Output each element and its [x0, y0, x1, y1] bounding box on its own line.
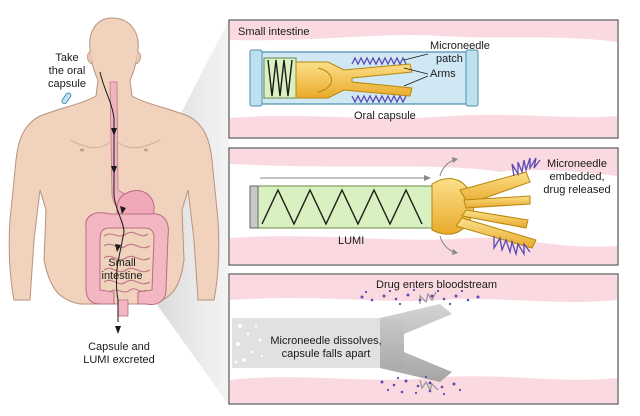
expansion-arrowhead — [424, 175, 431, 181]
ear-left — [86, 51, 93, 65]
leader-arms-2 — [403, 75, 429, 87]
panel-1-title: Small intestine — [238, 26, 310, 38]
embedded-needles-upper — [511, 157, 541, 177]
small-intestine-body-label: Small intestine — [92, 257, 152, 283]
small-intestine-line-1: Small — [108, 257, 136, 269]
oral-capsule-label: Oral capsule — [354, 110, 416, 122]
bloodstream-label: Drug enters bloodstream — [376, 279, 498, 291]
arm-middle-upper — [463, 195, 531, 209]
embedded-needles-lower — [493, 236, 531, 257]
arm-upper — [459, 171, 531, 205]
arm-lower — [455, 217, 537, 249]
human-body — [8, 17, 220, 334]
microneedle-patch-bottom — [351, 94, 407, 104]
tissue-bottom — [230, 376, 617, 403]
rectum — [117, 299, 129, 317]
dissolves-line-2: capsule falls apart — [281, 348, 371, 360]
radial-arrow-up — [439, 159, 455, 177]
radial-arrowhead — [452, 249, 458, 255]
small-intestine-line-2: intestine — [101, 270, 143, 282]
take-capsule-line-2: the oral — [48, 65, 86, 77]
dissolving-capsule — [232, 318, 404, 368]
embedded-line-1: Microneedle — [547, 158, 607, 170]
patch-line-2: patch — [436, 53, 463, 65]
embedded-line-3: drug released — [543, 184, 611, 196]
path-arrowhead — [111, 128, 117, 136]
excreted-line-2: LUMI excreted — [83, 354, 155, 366]
drug-particles-bottom — [380, 375, 462, 396]
large-intestine — [85, 212, 169, 305]
microneedle-patch-top — [351, 56, 407, 66]
radial-arrowhead — [452, 157, 458, 163]
path-arrowhead — [115, 326, 121, 334]
embedded-label: Microneedle embedded, drug released — [538, 158, 616, 197]
leader-patch — [403, 53, 429, 61]
take-capsule-label: Take the oral capsule — [38, 52, 96, 91]
oral-capsule-icon — [61, 92, 72, 105]
leader-arms-1 — [403, 67, 429, 75]
panel-oral-capsule — [228, 19, 619, 139]
capsule-end-cap-right — [465, 49, 479, 107]
tissue-top — [230, 275, 617, 302]
path-arrowhead — [120, 206, 126, 214]
patch-line-1: Microneedle — [430, 40, 490, 52]
microneedle-patch-label: Microneedle patch — [430, 40, 490, 66]
dissolving-needles-lower — [419, 379, 439, 392]
dissolve-particles — [234, 324, 264, 364]
chest-line — [69, 139, 161, 149]
take-capsule-line-1: Take — [55, 52, 79, 64]
capsule-end-cap-left — [249, 49, 263, 107]
tissue-bottom — [230, 114, 617, 137]
small-intestine-coils — [103, 231, 151, 293]
embedded-line-2: embedded, — [549, 171, 605, 183]
capsule-path-line — [99, 71, 125, 322]
dissolving-needles-upper — [419, 291, 437, 304]
nipple-right — [144, 148, 148, 152]
tissue-top — [230, 21, 617, 42]
path-arrowhead — [115, 244, 121, 252]
compressed-spring — [267, 59, 293, 97]
lumi-label: LUMI — [338, 235, 365, 247]
nipple-left — [80, 148, 84, 152]
dissolves-line-1: Microneedle dissolves, — [270, 335, 382, 347]
lumi-end-cap — [249, 185, 259, 229]
take-capsule-line-3: capsule — [48, 78, 86, 90]
arm-hinge — [317, 67, 332, 93]
dissolving-arms — [380, 304, 452, 382]
arm-middle-lower — [461, 209, 529, 229]
drug-particles-top — [360, 288, 480, 306]
arms-label: Arms — [430, 68, 456, 80]
path-arrowhead — [111, 166, 117, 174]
extended-spring — [261, 188, 423, 226]
excreted-label: Capsule and LUMI excreted — [76, 341, 162, 367]
panel-lumi — [228, 147, 619, 266]
ear-right — [135, 51, 142, 65]
radial-arrow-down — [439, 235, 455, 253]
panel-dissolve — [228, 273, 619, 405]
excreted-line-1: Capsule and — [88, 341, 150, 353]
dissolves-label: Microneedle dissolves, capsule falls apa… — [256, 335, 396, 361]
